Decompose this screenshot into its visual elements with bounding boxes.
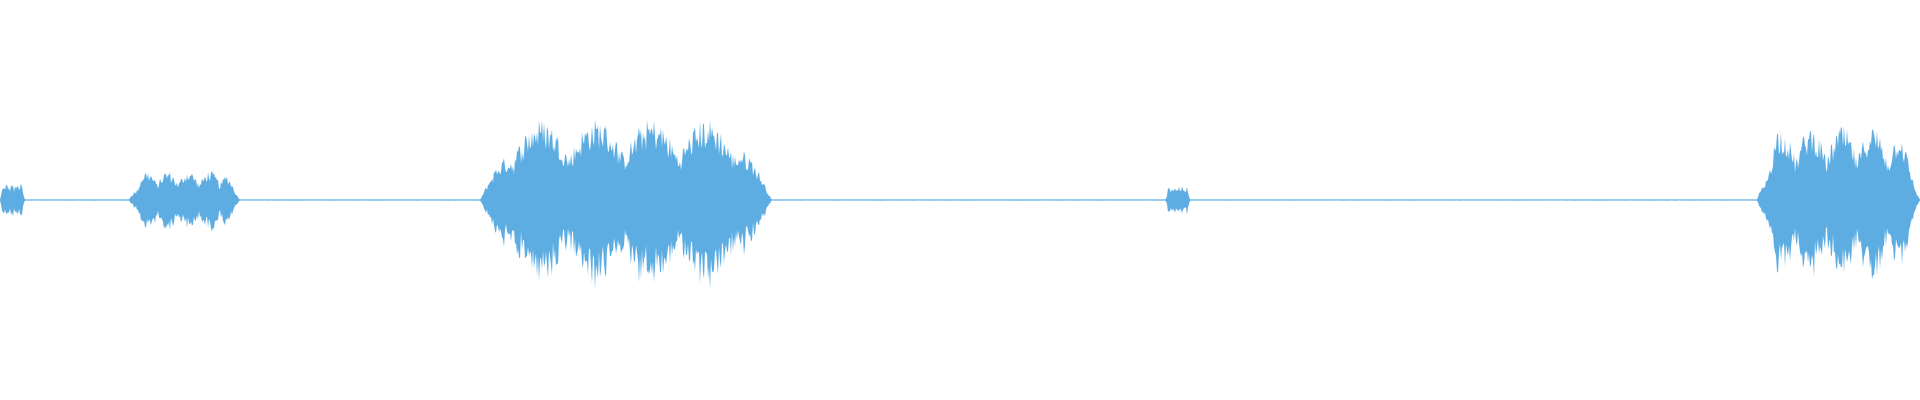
waveform-path — [0, 119, 1920, 290]
